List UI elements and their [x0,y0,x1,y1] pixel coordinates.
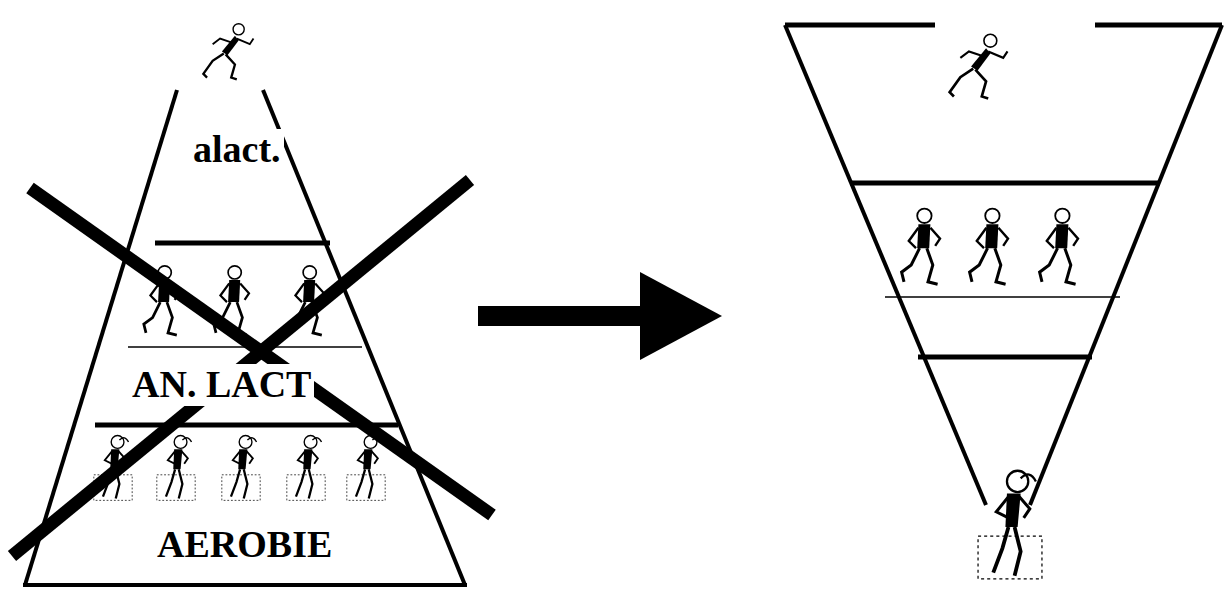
energy-label: alact. [190,129,284,171]
pyramid-band: AEROBIE [154,524,335,566]
energy-label: AN. LACT [129,364,314,406]
jogger-figure [978,471,1042,579]
cross-out [12,180,492,556]
transition-arrow [478,272,722,360]
jogger-figure [287,436,325,501]
right-pyramid [785,25,1222,505]
jogger-figure [347,436,385,501]
sprinter-figure [950,34,1008,98]
jogger-figure [157,436,195,501]
runner-figure [1040,209,1078,285]
runner-figure [970,209,1008,285]
jogger-figure [222,436,260,501]
pyramid-band: alact. [190,129,284,171]
runner-figure [902,209,940,285]
pyramid-band: AN. LACT [129,364,314,406]
energy-label: AEROBIE [154,524,335,566]
sprinter-figure [203,24,253,80]
